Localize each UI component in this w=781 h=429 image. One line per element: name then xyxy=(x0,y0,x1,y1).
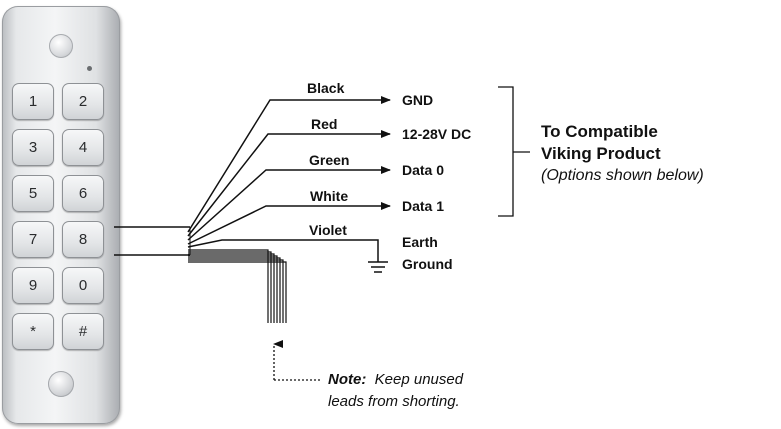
unused-leads-note: Note: Keep unused leads from shorting. xyxy=(328,369,463,413)
wire-label-red: Red xyxy=(311,116,338,132)
terminal-power: 12-28V DC xyxy=(402,126,472,142)
wire-label-black: Black xyxy=(307,80,345,96)
target-description: To Compatible Viking Product (Options sh… xyxy=(541,121,704,187)
wire-red xyxy=(187,130,391,237)
wire-violet xyxy=(187,239,379,262)
terminal-gnd: GND xyxy=(402,92,434,108)
keypad-device: 1 2 3 4 5 6 7 8 9 0 * # xyxy=(2,6,120,424)
wire-white xyxy=(187,202,391,245)
wire-label-white: White xyxy=(310,188,349,204)
key-3: 3 xyxy=(12,129,54,166)
ground-symbol-icon xyxy=(368,261,388,273)
unused-leads xyxy=(188,249,287,323)
led-ring-icon xyxy=(49,34,73,58)
key-0: 0 xyxy=(62,267,104,304)
signal-wires xyxy=(187,96,391,262)
key-4: 4 xyxy=(62,129,104,166)
cable-jacket xyxy=(114,226,191,256)
key-8: 8 xyxy=(62,221,104,258)
key-star: * xyxy=(12,313,54,350)
note-pointer xyxy=(273,340,322,381)
target-line-3: (Options shown below) xyxy=(541,167,704,184)
led-indicator-icon xyxy=(87,66,92,71)
key-1: 1 xyxy=(12,83,54,120)
wire-green xyxy=(187,166,391,241)
terminal-data0: Data 0 xyxy=(402,162,445,178)
terminal-data1: Data 1 xyxy=(402,198,445,214)
terminal-earth: Earth xyxy=(402,234,438,250)
key-hash: # xyxy=(62,313,104,350)
key-9: 9 xyxy=(12,267,54,304)
terminal-ground: Ground xyxy=(402,256,453,272)
target-line-2: Viking Product xyxy=(541,144,661,163)
wire-black xyxy=(187,96,391,233)
wire-label-violet: Violet xyxy=(309,222,347,238)
bottom-ring-icon xyxy=(48,371,74,397)
key-7: 7 xyxy=(12,221,54,258)
target-line-1: To Compatible xyxy=(541,122,658,141)
key-2: 2 xyxy=(62,83,104,120)
target-bracket xyxy=(498,86,530,217)
key-5: 5 xyxy=(12,175,54,212)
note-text-2: leads from shorting. xyxy=(328,393,460,410)
key-6: 6 xyxy=(62,175,104,212)
wire-label-green: Green xyxy=(309,152,350,168)
note-text-1: Keep unused xyxy=(374,371,464,388)
note-label: Note: xyxy=(328,371,367,388)
